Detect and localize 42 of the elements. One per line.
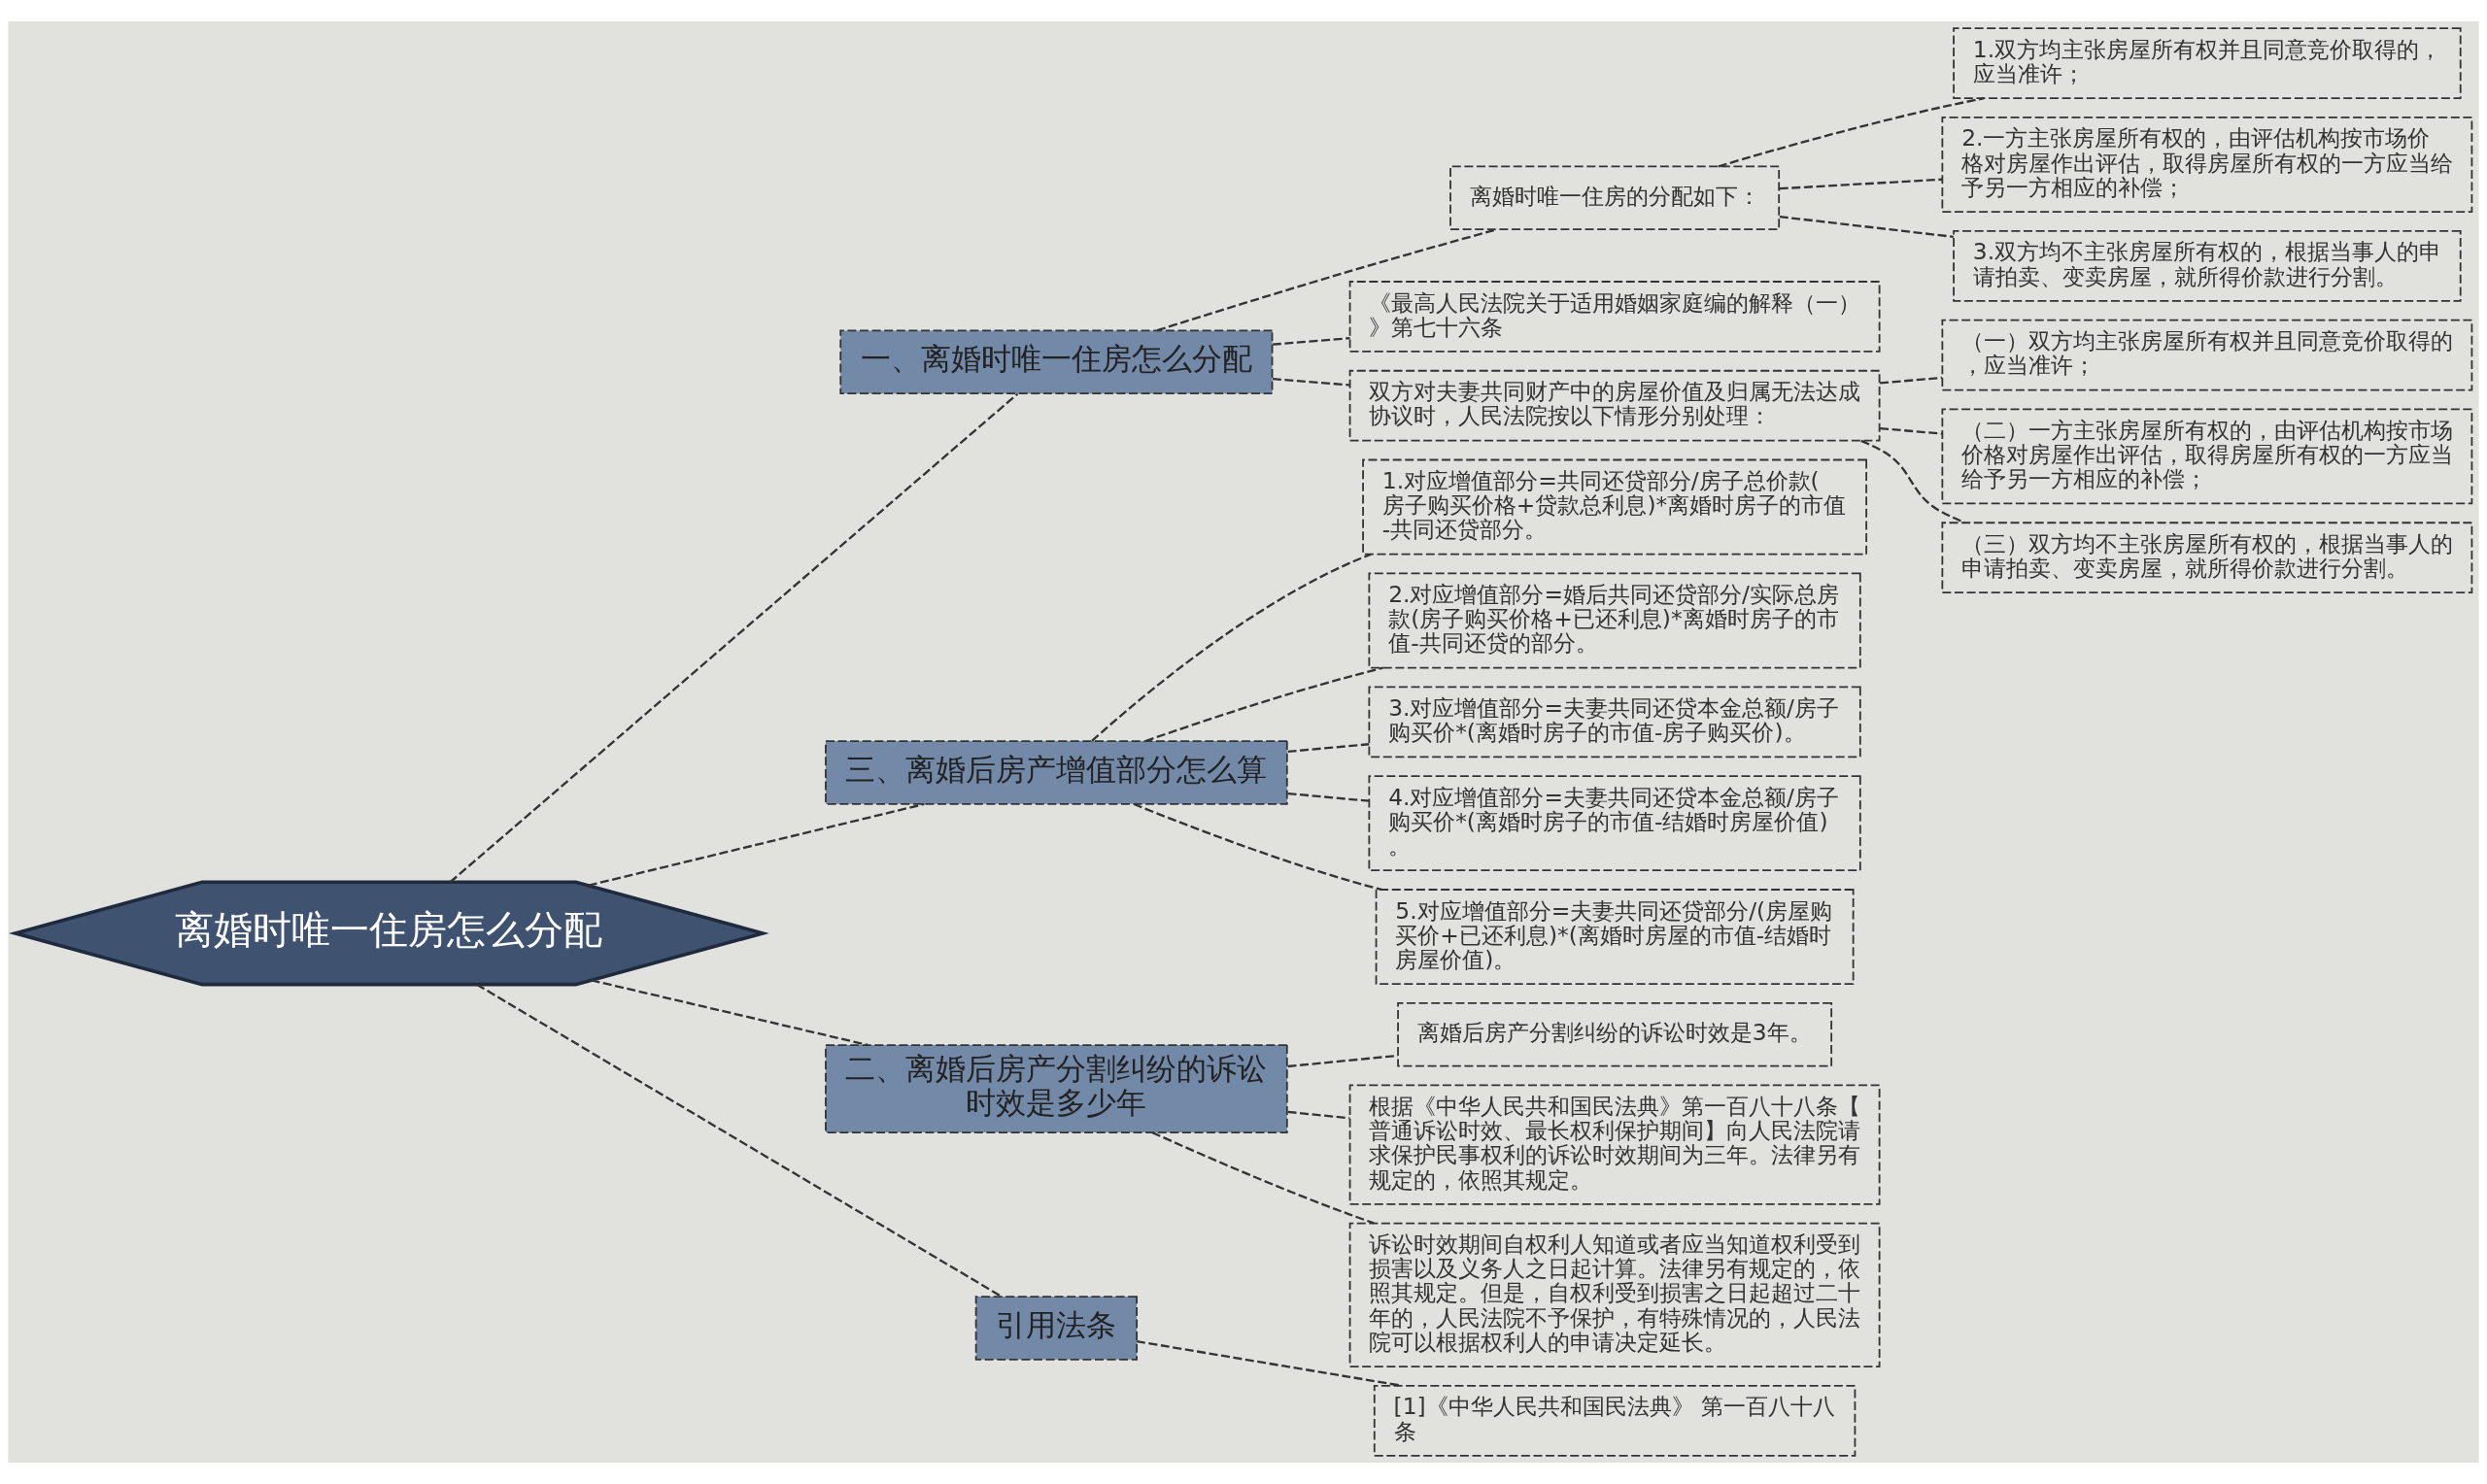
connector	[1879, 376, 1943, 385]
connector	[1718, 97, 1985, 168]
node-box: 引用法条	[974, 1296, 1139, 1361]
node-box: 2.对应增值部分=婚后共同还贷部分/实际总房款(房子购买价格+已还利息)*离婚时房子的市值-共同还贷的部分。	[1368, 572, 1861, 669]
connector	[591, 979, 869, 1047]
node-box: 1.对应增值部分=共同还贷部分/房子总价款(房子购买价格+贷款总利息)*离婚时房子的市值-共同还贷部分。	[1362, 458, 1867, 556]
connector	[1779, 215, 1954, 238]
node-box: 4.对应增值部分=夫妻共同还贷本金总额/房子购买价*(离婚时房子的市值-结婚时房屋价值)。	[1368, 775, 1861, 872]
connector	[449, 392, 1019, 884]
node-box: 诉讼时效期间自权利人知道或者应当知道权利受到损害以及义务人之日起计算。法律另有规定的，依照其规定。但是，自权利受到损害之日起超过二十年的，人民法院不予保护，有特殊情况的，人民法院可以根据权利人的申请决定延长。	[1348, 1222, 1881, 1367]
node-box: 5.对应增值部分=夫妻共同还贷部分/(房屋购买价+已还利息)*(离婚时房屋的市值-结婚时房屋价值)。	[1375, 889, 1855, 986]
node-box: [1]《中华人民共和国民法典》 第一百八十八条	[1373, 1384, 1857, 1457]
connector	[1091, 553, 1372, 742]
connector	[1287, 1110, 1350, 1120]
node-box: 根据《中华人民共和国民法典》第一百八十八条【普通诉讼时效、最长权利保护期间】向人民法院请求保护民事权利的诉讼时效期间为三年。法律另有规定的，依照其规定。	[1348, 1084, 1881, 1205]
connector	[1272, 378, 1350, 387]
node-box: 一、离婚时唯一住房怎么分配	[839, 329, 1274, 395]
node-box: 1.双方均主张房屋所有权并且同意竞价取得的，应当准许；	[1953, 27, 2462, 100]
connector	[1133, 802, 1382, 892]
connector	[476, 983, 1003, 1298]
node-box: 双方对夫妻共同财产中的房屋价值及归属无法达成协议时，人民法院按以下情形分别处理：	[1348, 369, 1881, 442]
node-box: （二）一方主张房屋所有权的，由评估机构按市场价格对房屋作出评估，取得房屋所有权的一方应当给予另一方相应的补偿；	[1941, 408, 2473, 505]
connector	[1879, 426, 1943, 435]
node-box: 3.双方均不主张房屋所有权的，根据当事人的申请拍卖、变卖房屋，就所得价款进行分割。	[1953, 229, 2462, 302]
connector	[1287, 743, 1370, 754]
connector	[1272, 337, 1350, 346]
node-box: 三、离婚后房产增值部分怎么算	[825, 740, 1288, 805]
connector	[1779, 178, 1943, 190]
node-box: （一）双方均主张房屋所有权并且同意竞价取得的，应当准许；	[1941, 319, 2473, 391]
node-box: 二、离婚后房产分割纠纷的诉讼时效是多少年	[825, 1044, 1288, 1133]
connector	[1144, 666, 1383, 743]
node-box: 离婚时唯一住房的分配如下：	[1449, 165, 1781, 230]
connector	[1860, 439, 1965, 524]
connector	[1151, 1131, 1375, 1225]
node-box: 3.对应增值部分=夫妻共同还贷本金总额/房子购买价*(离婚时房子的市值-房子购买价)。	[1368, 686, 1861, 759]
node-box: 离婚后房产分割纠纷的诉讼时效是3年。	[1397, 1002, 1833, 1067]
node-box: 2.一方主张房屋所有权的，由评估机构按市场价格对房屋作出评估，取得房屋所有权的一方应当给予另一方相应的补偿；	[1941, 117, 2473, 213]
node-box: 《最高人民法院关于适用婚姻家庭编的解释（一）》第七十六条	[1348, 281, 1881, 353]
node-box: （三）双方均不主张房屋所有权的，根据当事人的申请拍卖、变卖房屋，就所得价款进行分割。	[1941, 522, 2473, 594]
connector	[1287, 1054, 1398, 1068]
connector	[1287, 792, 1370, 802]
connector	[588, 802, 925, 887]
